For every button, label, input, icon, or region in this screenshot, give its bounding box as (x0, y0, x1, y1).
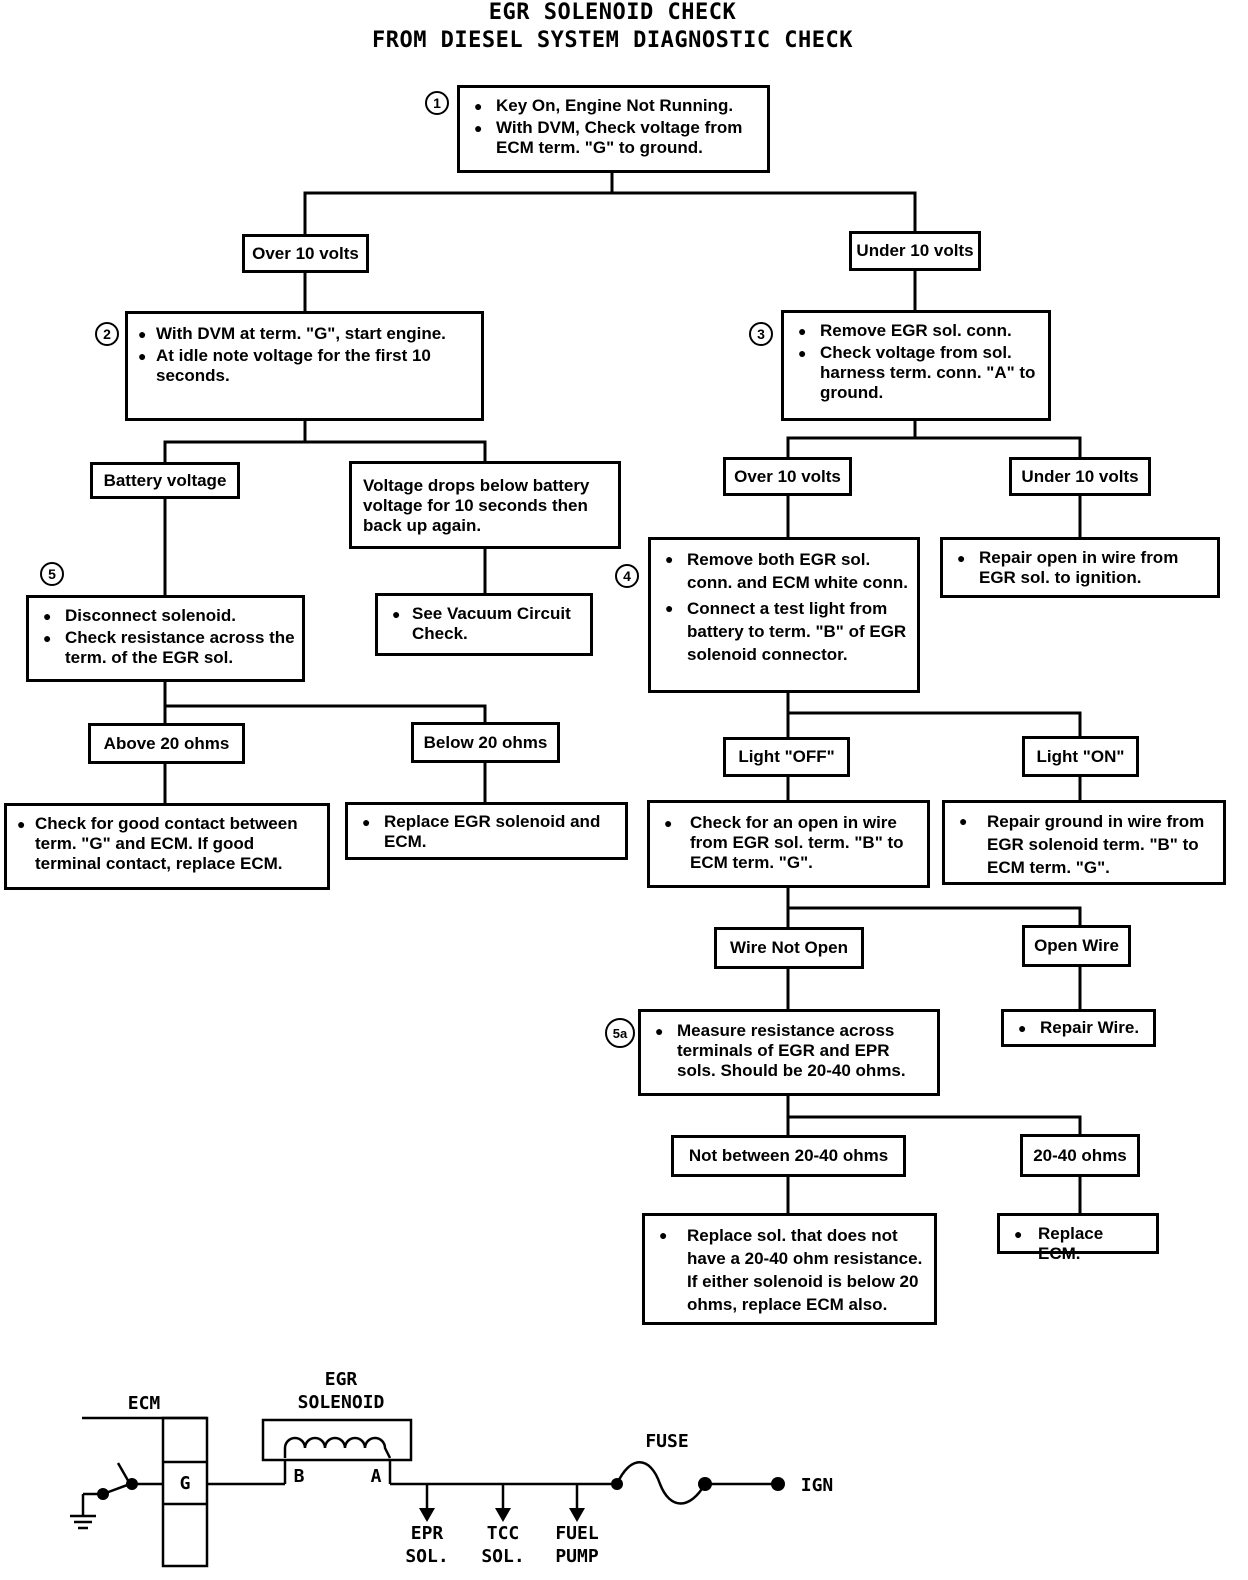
box-repair-ground: Repair ground in wire from EGR solenoid … (942, 800, 1226, 885)
bullet-item: Check resistance across the term. of the… (37, 628, 296, 668)
box-vacuum-check: See Vacuum Circuit Check. (375, 593, 593, 656)
box-step-4: Remove both EGR sol. conn. and ECM white… (648, 537, 920, 693)
bullet-item: Connect a test light from battery to ter… (659, 597, 911, 666)
label-ign: IGN (800, 1475, 834, 1496)
bullet-item: See Vacuum Circuit Check. (386, 604, 584, 644)
box-text: Voltage drops below battery voltage for … (363, 476, 590, 535)
label-term-g: G (179, 1473, 191, 1494)
box-repair-wire: Repair Wire. (1001, 1009, 1156, 1047)
label-term-b: B (293, 1466, 305, 1487)
box-replace-ecm: Replace ECM. (997, 1213, 1159, 1263)
box-step-5: Disconnect solenoid. Check resistance ac… (26, 595, 305, 682)
bullet-item: Check voltage from sol. harness term. co… (792, 343, 1042, 403)
bullet-item: Key On, Engine Not Running. (468, 96, 761, 116)
label-epr-sol: EPR SOL. (405, 1523, 449, 1567)
label-term-a: A (370, 1466, 382, 1487)
label-above-20-ohms: Above 20 ohms (88, 723, 245, 764)
label-wire-not-open: Wire Not Open (714, 927, 864, 969)
label-below-20-ohms: Below 20 ohms (411, 722, 560, 763)
label-under-10-volts: Under 10 volts (849, 231, 981, 271)
label-battery-voltage: Battery voltage (90, 462, 240, 499)
bullet-item: Check for an open in wire from EGR sol. … (658, 813, 921, 873)
box-step-5a: Measure resistance across terminals of E… (638, 1009, 940, 1096)
bullet-item: Replace sol. that does not have a 20-40 … (653, 1224, 928, 1316)
bullet-item: Repair open in wire from EGR sol. to ign… (951, 548, 1211, 588)
diagram-subtitle: FROM DIESEL SYSTEM DIAGNOSTIC CHECK (371, 28, 854, 53)
label-ecm: ECM (127, 1393, 161, 1414)
box-replace-solenoid: Replace sol. that does not have a 20-40 … (642, 1213, 937, 1325)
bullet-item: Disconnect solenoid. (37, 606, 296, 626)
label-tcc-sol: TCC SOL. (481, 1523, 525, 1567)
box-step-2: With DVM at term. "G", start engine. At … (125, 311, 484, 421)
label-over-10-volts-b: Over 10 volts (723, 457, 852, 496)
bullet-item: Repair ground in wire from EGR solenoid … (953, 810, 1217, 879)
step-marker-5: 5 (40, 562, 64, 586)
label-over-10-volts: Over 10 volts (242, 234, 369, 273)
step-marker-3: 3 (749, 322, 773, 346)
bullet-item: With DVM, Check voltage from ECM term. "… (468, 118, 761, 158)
label-under-10-volts-b: Under 10 volts (1009, 457, 1151, 496)
bullet-item: Remove both EGR sol. conn. and ECM white… (659, 548, 911, 594)
step-marker-5a: 5a (605, 1018, 635, 1048)
bullet-item: Check for good contact between term. "G"… (11, 814, 321, 874)
box-voltage-drops: Voltage drops below battery voltage for … (349, 461, 621, 549)
box-check-contact: Check for good contact between term. "G"… (4, 803, 330, 890)
box-check-open: Check for an open in wire from EGR sol. … (647, 800, 930, 888)
label-egr-solenoid: EGR SOLENOID (297, 1369, 385, 1413)
label-20-40-ohms: 20-40 ohms (1020, 1134, 1140, 1177)
bullet-item: Replace ECM. (1008, 1224, 1150, 1264)
label-fuse: FUSE (645, 1431, 689, 1452)
bullet-item: Remove EGR sol. conn. (792, 321, 1042, 341)
step-marker-1: 1 (425, 91, 449, 115)
label-light-off: Light "OFF" (723, 737, 850, 777)
bullet-item: Replace EGR solenoid and ECM. (356, 812, 619, 852)
label-open-wire: Open Wire (1022, 925, 1131, 967)
box-step-1: Key On, Engine Not Running. With DVM, Ch… (457, 85, 770, 173)
bullet-item: Measure resistance across terminals of E… (649, 1021, 931, 1081)
diagram-title: EGR SOLENOID CHECK (488, 0, 737, 25)
box-step-3: Remove EGR sol. conn. Check voltage from… (781, 310, 1051, 421)
bullet-item: Repair Wire. (1012, 1018, 1147, 1038)
box-replace-egr-ecm: Replace EGR solenoid and ECM. (345, 802, 628, 860)
label-not-between-20-40: Not between 20-40 ohms (671, 1135, 906, 1177)
label-light-on: Light "ON" (1022, 736, 1139, 777)
step-marker-4: 4 (615, 564, 639, 588)
step-marker-2: 2 (95, 322, 119, 346)
label-fuel-pump: FUEL PUMP (555, 1523, 599, 1567)
bullet-item: At idle note voltage for the first 10 se… (132, 346, 475, 386)
bullet-item: With DVM at term. "G", start engine. (132, 324, 475, 344)
box-repair-open: Repair open in wire from EGR sol. to ign… (940, 537, 1220, 598)
